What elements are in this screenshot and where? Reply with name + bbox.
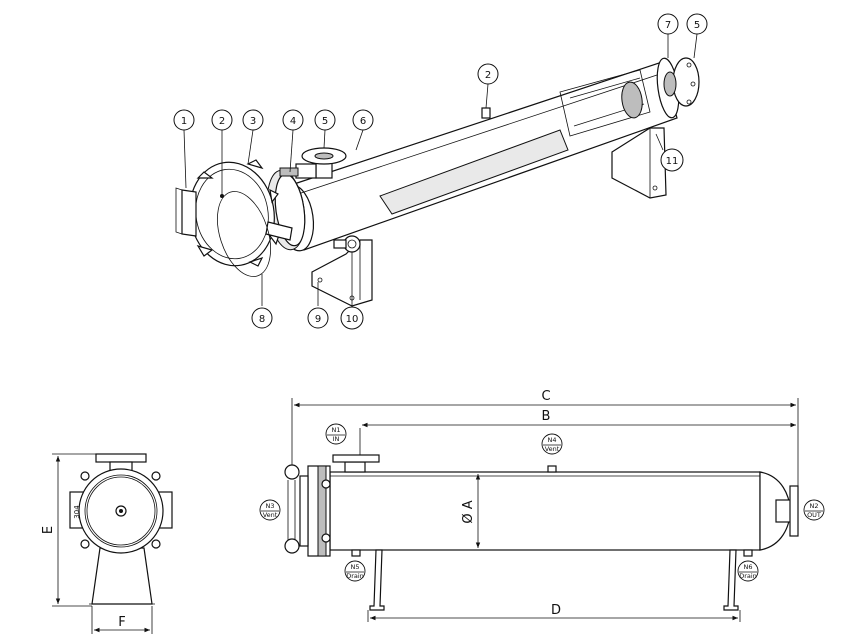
callout-label: 5 (694, 20, 700, 31)
callout-10: 10 (340, 306, 364, 330)
nozzle-label: OUT (807, 511, 821, 519)
nozzle-id: N5 (351, 563, 360, 571)
inlet-nozzle (295, 147, 347, 179)
front-support (311, 239, 373, 307)
callout-5-rear: 5 (686, 13, 708, 35)
callout-label: 2 (219, 116, 225, 127)
end-view: 304 E F (41, 453, 173, 634)
nozzle-tag-n5: N5 Drain (344, 560, 366, 582)
callout-3: 3 (242, 109, 264, 131)
shell-body (277, 61, 678, 252)
callout-label: 6 (360, 116, 366, 127)
nozzle-label: Drain (346, 572, 364, 580)
callout-8: 8 (251, 307, 273, 329)
nozzle-id: N6 (744, 563, 753, 571)
callout-label: 11 (666, 156, 679, 167)
callout-9: 9 (307, 307, 329, 329)
callout-label: 7 (665, 20, 671, 31)
nozzle-id: N2 (810, 502, 819, 510)
nozzle-tag-n1: N1 IN (325, 423, 347, 445)
dimension-d-label: D (551, 603, 561, 618)
nozzle-id: N3 (266, 502, 275, 510)
nozzle-tag-n3: N3 Vent (259, 499, 281, 521)
dimension-a-label: Ø A (461, 500, 476, 523)
nozzle-label: Drain (739, 572, 757, 580)
nozzle-tag-n4: N4 Vent (541, 433, 563, 455)
callout-7: 7 (657, 13, 679, 35)
callout-2: 2 (211, 109, 233, 131)
callout-label: 9 (315, 314, 321, 325)
nozzle-label: IN (333, 435, 340, 443)
rear-support (611, 127, 667, 199)
callout-2-top: 2 (477, 63, 499, 85)
side-view: Ø A C B D N1 IN N4 Vent N3 Ve (259, 389, 825, 622)
callout-5: 5 (314, 109, 336, 131)
callout-label: 4 (290, 116, 296, 127)
nozzle-id: N1 (332, 426, 341, 434)
dimension-b-label: B (542, 409, 551, 424)
head-cover (189, 159, 293, 267)
callout-label: 5 (322, 116, 328, 127)
leader-lines (183, 33, 698, 306)
callout-6: 6 (352, 109, 374, 131)
callout-1: 1 (173, 109, 195, 131)
callout-label: 2 (485, 70, 491, 81)
nozzle-tag-n2: N2 OUT (803, 499, 825, 521)
callout-label: 3 (250, 116, 256, 127)
nozzle-tag-n6: N6 Drain (737, 560, 759, 582)
nozzle-label: Vent (545, 445, 560, 453)
callout-label: 8 (259, 314, 265, 325)
callout-label: 1 (181, 116, 187, 127)
nozzle-id: N4 (548, 436, 557, 444)
nozzle-label: Vent (263, 511, 278, 519)
isometric-view: 1 2 3 4 5 6 7 5 (173, 13, 708, 330)
gasket-ring (217, 191, 271, 277)
callout-11: 11 (660, 148, 684, 172)
callout-label: 10 (346, 314, 359, 325)
dimension-f-label: F (118, 615, 125, 630)
dimension-e-label: E (41, 526, 56, 534)
rear-flange (656, 57, 700, 119)
cover-handle (175, 187, 197, 237)
dimension-c-label: C (541, 389, 550, 404)
callout-4: 4 (282, 109, 304, 131)
material-mark: 304 (73, 505, 81, 519)
